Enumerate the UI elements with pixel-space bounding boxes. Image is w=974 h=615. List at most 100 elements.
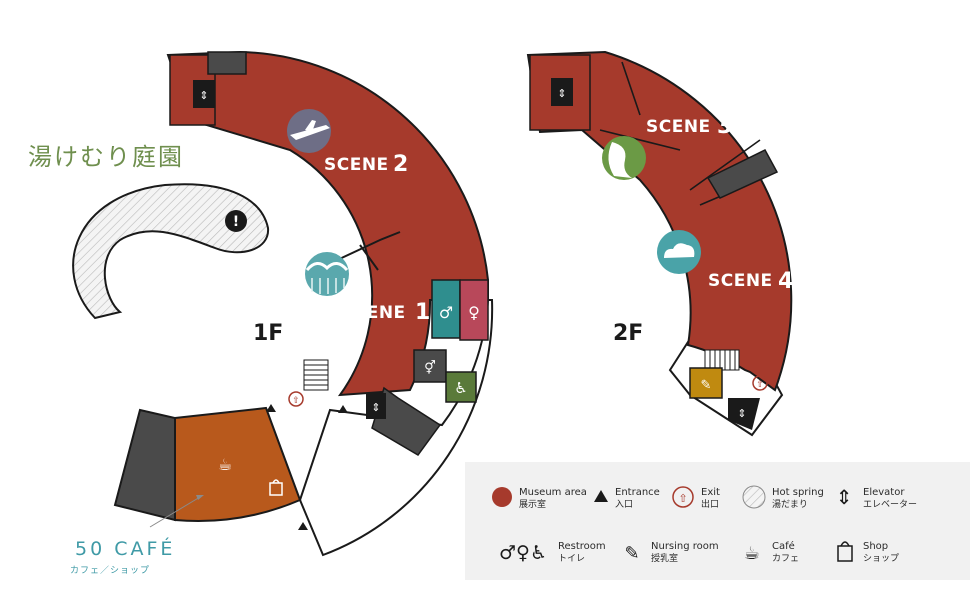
restroom-unisex-1f (413, 349, 447, 383)
cafe-storage-1f (113, 408, 176, 522)
legend-label: Restroom (558, 541, 606, 552)
elevator-icon: ⇕ (551, 78, 573, 106)
scene-4-prefix: SCENE (708, 271, 773, 291)
service-room-1f (371, 386, 442, 456)
scene-2-number: 2 (393, 152, 408, 177)
info-icon: ! (225, 210, 247, 232)
legend-item-restroom: ♂♀♿ Restroom トイレ (499, 541, 606, 564)
hot-spring-garden (72, 183, 270, 320)
legend-label: Elevator (863, 487, 905, 498)
floor-2f: ⇕ ✎ ⇕ ⇧ SCENE 3 SCENE 4 2F (526, 50, 793, 437)
svg-text:⇕: ⇕ (557, 87, 566, 100)
cafe-pointer (149, 496, 201, 528)
museum-area-icon (492, 487, 512, 507)
restroom-icon: ⚥ (424, 360, 436, 376)
legend-label: Museum area (519, 487, 587, 498)
cafe-area-1f (174, 406, 302, 522)
legend-sub: エレベーター (863, 499, 917, 510)
legend-item-elevator: ⇕ Elevator エレベーター (836, 485, 917, 510)
legend-item-entrance: Entrance 入口 (594, 487, 660, 510)
shop-icon (269, 479, 283, 496)
shop-icon (837, 541, 853, 562)
scene-4-number: 4 (778, 269, 793, 294)
cafe-pointer-tip (196, 495, 204, 500)
svg-text:⇧: ⇧ (292, 396, 300, 406)
cafe-icon: ☕ (218, 455, 232, 474)
floor-1f: ⇕ ♂ ♀ ⚥ ♿ ⇕ ⇧ (28, 50, 494, 576)
legend-label: Shop (863, 541, 888, 552)
restroom-icon: ♂♀♿ (499, 542, 547, 564)
legend-item-hot-spring: Hot spring 湯だまり (742, 485, 824, 510)
elevator-room-2f (728, 398, 760, 430)
exit-icon (672, 486, 694, 508)
legend-sub: トイレ (558, 554, 585, 564)
scene-2-prefix: SCENE (324, 155, 389, 175)
scene-3-number: 3 (717, 114, 732, 139)
legend-label: Entrance (615, 487, 660, 498)
legend-item-cafe: ☕ Café カフェ (744, 540, 799, 564)
entrance-icon (298, 522, 308, 530)
partition-2f (599, 61, 771, 206)
legend-label: Hot spring (772, 487, 824, 498)
restroom-female-1f (459, 279, 489, 341)
male-icon: ♂ (439, 303, 453, 322)
storage-room-1f (207, 51, 247, 75)
elevator-icon: ⇕ (366, 393, 386, 419)
entrance-icon (266, 404, 276, 412)
nursing-icon: ✎ (701, 378, 712, 393)
female-icon: ♀ (468, 303, 480, 322)
entrance-icon (338, 405, 348, 413)
museum-area-1f (166, 50, 489, 397)
legend-sub: 展示室 (519, 498, 546, 510)
legend-sub: 出口 (701, 498, 719, 510)
legend-item-exit: ⇧ Exit 出口 (672, 486, 720, 510)
legend-panel (465, 462, 970, 580)
forest-icon (602, 136, 646, 180)
legend-label: Nursing room (651, 541, 719, 552)
legend-sub: カフェ (772, 553, 799, 564)
cafe-title: 50 CAFÉ (75, 537, 175, 560)
svg-text:⇧: ⇧ (756, 380, 764, 390)
elevator-icon: ⇕ (737, 407, 746, 420)
cafe-subtitle: カフェ／ショップ (70, 565, 150, 576)
scene-1-prefix: SCENE (341, 303, 406, 323)
stairs-2f (704, 349, 740, 371)
restroom-accessible-1f (445, 371, 477, 403)
hot-spring-icon (742, 485, 766, 509)
elevator-icon: ⇕ (836, 485, 853, 509)
airplane-icon (287, 109, 331, 153)
legend-item-museum: Museum area 展示室 (492, 487, 587, 510)
cloud-icon (657, 230, 701, 274)
legend-label: Exit (701, 487, 720, 498)
exit-icon: ⇧ (288, 391, 304, 407)
legend-item-shop: Shop ショップ (837, 541, 899, 564)
exit-arrow-icon: ⇧ (678, 492, 687, 505)
legend-sub: 入口 (615, 499, 633, 510)
legend-item-nursing: ✎ Nursing room 授乳室 (624, 541, 718, 564)
legend-sub: 授乳室 (651, 552, 678, 564)
entrance-icon (594, 490, 608, 502)
partition-1f (332, 231, 401, 271)
garden-label: 湯けむり庭園 (28, 143, 184, 171)
scene-1-number: 1 (415, 300, 430, 325)
cafe-icon: ☕ (744, 543, 760, 564)
nursing-room-icon: ✎ (624, 543, 639, 564)
elevator-icon: ⇕ (193, 80, 215, 108)
service-room-2f (706, 149, 779, 199)
floor-label-1f: 1F (253, 321, 283, 346)
legend-sub: 湯だまり (772, 499, 808, 510)
legend-sub: ショップ (863, 553, 899, 564)
legend: Museum area 展示室 Entrance 入口 ⇧ Exit 出口 Ho… (465, 462, 970, 580)
stairs-1f (303, 359, 329, 391)
svg-text:!: ! (233, 214, 239, 230)
svg-text:⇕: ⇕ (371, 401, 380, 414)
scene-3-prefix: SCENE (646, 117, 711, 137)
legend-label: Café (772, 540, 795, 552)
nursing-room-2f (689, 367, 723, 399)
floor-label-2f: 2F (613, 321, 643, 346)
wheelchair-icon: ♿ (454, 379, 467, 397)
restroom-male-1f (431, 279, 461, 339)
exit-icon: ⇧ (752, 375, 768, 391)
